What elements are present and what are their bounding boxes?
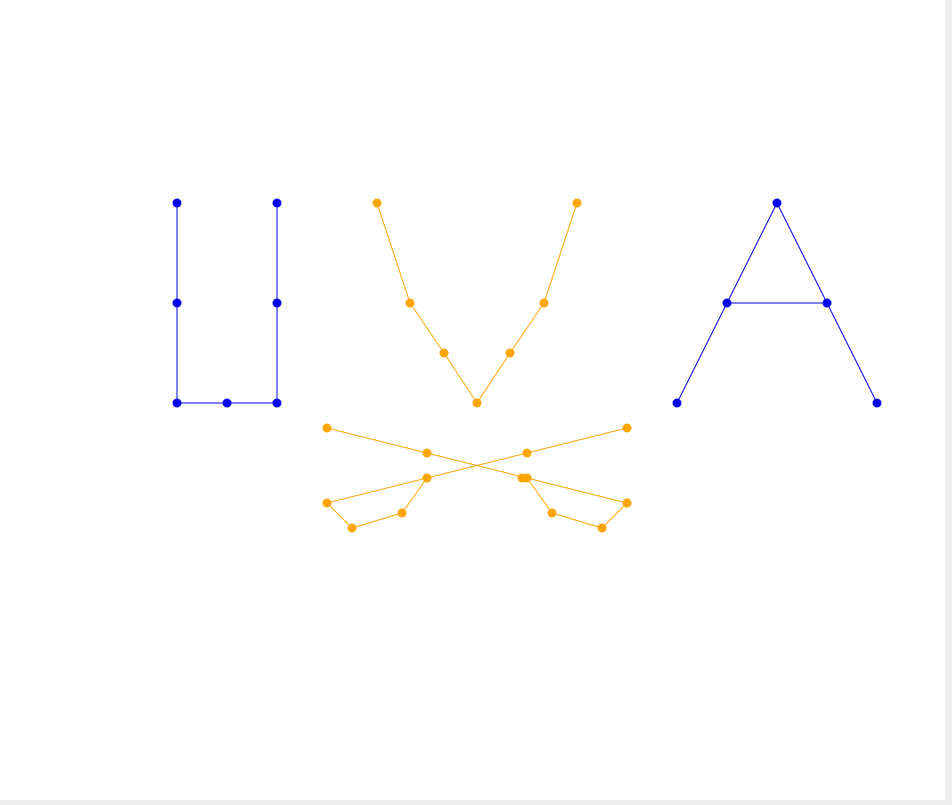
swords-node-12 <box>597 523 607 533</box>
edges-layer <box>176 202 878 529</box>
v-node-1 <box>405 298 415 308</box>
swords-node-9 <box>397 508 407 518</box>
v-node-0 <box>372 198 382 208</box>
v-edge-3 <box>476 352 511 404</box>
u-node-5 <box>272 298 282 308</box>
a-edge-0 <box>676 302 728 404</box>
a-node-2 <box>772 198 782 208</box>
swords-edge-10 <box>551 512 603 529</box>
v-node-2 <box>439 348 449 358</box>
swords-edge-4 <box>426 452 528 479</box>
swords-edge-0 <box>326 427 428 454</box>
swords-edge-8 <box>401 477 428 514</box>
v-edge-0 <box>376 202 411 304</box>
u-node-4 <box>272 398 282 408</box>
a-node-4 <box>872 398 882 408</box>
swords-node-4 <box>622 423 632 433</box>
swords-edge-5 <box>326 477 428 504</box>
swords-edge-6 <box>326 502 353 529</box>
swords-node-10 <box>422 473 432 483</box>
swords-node-5 <box>522 448 532 458</box>
swords-edge-3 <box>526 427 628 454</box>
v-node-3 <box>472 398 482 408</box>
a-node-0 <box>672 398 682 408</box>
v-edge-1 <box>409 302 445 354</box>
u-node-0 <box>172 198 182 208</box>
v-node-4 <box>505 348 515 358</box>
v-node-5 <box>539 298 549 308</box>
swords-edge-7 <box>351 512 403 529</box>
u-node-1 <box>172 298 182 308</box>
swords-node-8 <box>347 523 357 533</box>
swords-edge-2 <box>526 477 628 504</box>
swords-node-15 <box>517 473 527 483</box>
v-edge-4 <box>509 302 545 354</box>
swords-edge-9 <box>601 502 628 529</box>
a-edge-2 <box>776 202 828 304</box>
v-edge-5 <box>543 202 578 304</box>
nodes-layer <box>172 198 882 533</box>
swords-edge-11 <box>526 477 553 514</box>
a-node-3 <box>822 298 832 308</box>
v-edge-2 <box>443 352 478 404</box>
a-edge-3 <box>826 302 878 404</box>
a-edge-1 <box>726 202 778 304</box>
v-node-6 <box>572 198 582 208</box>
u-node-6 <box>272 198 282 208</box>
u-node-2 <box>172 398 182 408</box>
swords-node-0 <box>322 423 332 433</box>
swords-node-1 <box>422 448 432 458</box>
swords-node-13 <box>547 508 557 518</box>
a-node-1 <box>722 298 732 308</box>
swords-node-11 <box>622 498 632 508</box>
u-node-3 <box>222 398 232 408</box>
swords-node-7 <box>322 498 332 508</box>
